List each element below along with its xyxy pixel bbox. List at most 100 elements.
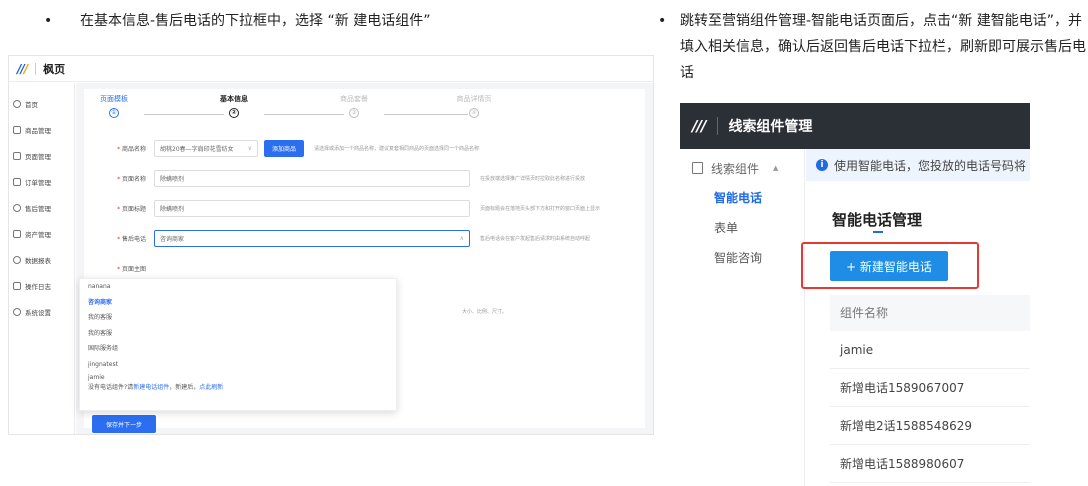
field-label: * 售后电话 — [117, 235, 146, 243]
new-phone-component-link[interactable]: 新建电话组件 — [133, 384, 170, 391]
step-package[interactable]: 商品套餐 ③ — [324, 94, 384, 118]
refresh-link[interactable]: 点此刷新 — [199, 384, 224, 391]
sidebar-item-smart-consult[interactable]: 智能咨询 — [714, 251, 763, 265]
step-number: ③ — [349, 108, 359, 118]
sidebar-group-lead-components[interactable]: 线索组件 ▲ — [680, 153, 804, 183]
step-connector — [144, 114, 224, 115]
step-number: ② — [229, 108, 239, 118]
page-name-input[interactable]: 除螨喷剂 — [154, 169, 470, 187]
dropdown-option[interactable]: jamie — [88, 374, 105, 381]
field-hint: 大小、比例、尺寸。 — [462, 309, 508, 315]
sidebar-item-smart-phone[interactable]: 智能电话 — [714, 191, 763, 205]
field-label: * 页面标题 — [117, 205, 146, 213]
sidebar-item-label: 资产管理 — [25, 231, 51, 239]
dropdown-option[interactable]: 国际服务组 — [88, 345, 119, 352]
bullet-dot: • — [658, 13, 667, 29]
dropdown-option[interactable]: jingnatest — [88, 360, 118, 368]
row-product-name: * 商品名称 胡桃20春—字肩印花雪纺女∨ 添加商品 请选择或添加一个商品名称，… — [94, 139, 635, 157]
row-page-name: * 页面名称 除螨喷剂 在投放端选择推广详情页时拉取此名称进行投放 — [94, 169, 635, 187]
sidebar-item-label: 数据报表 — [25, 257, 51, 265]
instruction-step-1: • 在基本信息-售后电话的下拉框中，选择 “新 建电话组件” — [44, 8, 644, 34]
product-name-select[interactable]: 胡桃20春—字肩印花雪纺女∨ — [154, 139, 258, 157]
components-table: 组件名称 jamie 新增电话1589067007 新增电2话158854862… — [830, 295, 1030, 483]
table-row[interactable]: 新增电话1588980607 — [830, 445, 1030, 483]
instruction-step-2: • 跳转至营销组件管理-智能电话页面后，点击“新 建智能电话”，并填入相关信息，… — [658, 8, 1088, 86]
smart-phone-screenshot: /// 线索组件管理 线索组件 ▲ 智能电话 表单 智能咨询 i 使用智能电话，… — [680, 103, 1030, 486]
sidebar-item-form[interactable]: 表单 — [714, 221, 739, 235]
aftersale-phone-dropdown: nanana 咨询商家 我的客服 我的客服 国际服务组 jingnatest j… — [79, 278, 397, 411]
highlight-box — [801, 242, 979, 289]
table-row[interactable]: 新增电话1589067007 — [830, 369, 1030, 407]
aftersale-phone-select[interactable]: 咨询商家∧ — [154, 229, 470, 247]
home-icon — [13, 100, 21, 108]
table-row[interactable]: jamie — [830, 331, 1030, 369]
step-connector — [384, 114, 468, 115]
sidebar-item-products[interactable]: 商品管理 — [9, 117, 74, 143]
field-label: * 页面主图 — [117, 265, 146, 273]
sidebar-item-assets[interactable]: 资产管理 — [9, 221, 74, 247]
sidebar-item-orders[interactable]: 订单管理 — [9, 169, 74, 195]
sidebar-group-label: 线索组件 — [711, 161, 760, 176]
bullet-dot: • — [44, 13, 53, 29]
dropdown-option[interactable]: 我的客服 — [88, 314, 113, 321]
basic-info-screenshot: /// 枫页 首页 商品管理 页面管理 订单管理 售后管理 资产管理 数据报表 … — [8, 55, 654, 435]
chevron-up-icon: ∧ — [459, 234, 464, 242]
top-bar: /// 枫页 — [9, 56, 653, 82]
dropdown-option-selected[interactable]: 咨询商家 — [88, 298, 113, 306]
chart-icon — [13, 256, 21, 264]
logo-icon: /// — [17, 61, 28, 76]
page-title-input[interactable]: 除螨喷剂 — [154, 199, 470, 217]
field-hint: 请选择或添加一个商品名称，建议复套相同商品的页面选择同一个商品名称 — [314, 145, 480, 152]
sidebar-item-label: 商品管理 — [25, 127, 51, 135]
step-number: ① — [109, 108, 119, 118]
dropdown-option[interactable]: nanana — [88, 283, 111, 290]
table-header: 组件名称 — [830, 295, 1030, 331]
step-connector — [264, 114, 344, 115]
add-product-button[interactable]: 添加商品 — [264, 139, 305, 157]
order-icon — [13, 178, 21, 186]
log-icon — [13, 282, 21, 290]
main-area: i 使用智能电话，您投放的电话号码将 智能电话管理 + 新建智能电话 组件名称 … — [806, 149, 1030, 486]
sidebar-item-logs[interactable]: 操作日志 — [9, 273, 74, 299]
brand-name: 枫页 — [43, 62, 66, 76]
dropdown-footer: 没有电话组件?请新建电话组件，新建后，点此刷新 — [88, 384, 224, 391]
sidebar-item-aftersale[interactable]: 售后管理 — [9, 195, 74, 221]
wallet-icon — [13, 230, 21, 238]
field-hint: 在投放端选择推广详情页时拉取此名称进行投放 — [480, 175, 586, 182]
dropdown-option[interactable]: 我的客服 — [88, 329, 113, 337]
top-bar: /// 线索组件管理 — [680, 103, 1030, 149]
save-next-button[interactable]: 保存并下一步 — [92, 415, 156, 433]
gear-icon — [13, 308, 21, 316]
field-hint: 售后电话会在客户发起售后请求时由系统自动呼起 — [480, 235, 591, 242]
row-page-title: * 页面标题 除螨喷剂 页面标题会在落地页头部下方和打开的窗口页面上显示 — [94, 199, 635, 217]
sidebar-item-pages[interactable]: 页面管理 — [9, 143, 74, 169]
step-label: 商品详情页 — [456, 95, 492, 103]
row-cover: * 页面主图 — [94, 259, 635, 277]
sidebar-item-home[interactable]: 首页 — [9, 91, 74, 117]
box-icon — [13, 126, 21, 134]
instruction-text: 跳转至营销组件管理-智能电话页面后，点击“新 建智能电话”，并填入相关信息，确认… — [680, 13, 1086, 81]
field-hint: 页面标题会在落地页头部下方和打开的窗口页面上显示 — [480, 205, 601, 212]
table-row[interactable]: 新增电2话1588548629 — [830, 407, 1030, 445]
step-template[interactable]: 页面模板 ① — [84, 94, 144, 118]
sidebar-item-settings[interactable]: 系统设置 — [9, 299, 74, 325]
sidebar-item-label: 系统设置 — [25, 309, 51, 317]
sidebar-item-reports[interactable]: 数据报表 — [9, 247, 74, 273]
chevron-down-icon: ∨ — [247, 144, 252, 152]
new-smart-phone-button[interactable]: + 新建智能电话 — [830, 251, 948, 281]
sidebar-item-label: 操作日志 — [25, 283, 51, 291]
step-number: ④ — [469, 108, 479, 118]
sidebar: 首页 商品管理 页面管理 订单管理 售后管理 资产管理 数据报表 操作日志 系统… — [9, 83, 75, 434]
step-label: 页面模板 — [100, 95, 128, 103]
section-heading: 智能电话管理 — [832, 211, 923, 229]
notice-text: 使用智能电话，您投放的电话号码将 — [834, 158, 1027, 173]
info-notice: i 使用智能电话，您投放的电话号码将 — [806, 149, 1030, 181]
step-label: 商品套餐 — [340, 95, 368, 103]
step-detail[interactable]: 商品详情页 ④ — [444, 94, 504, 118]
caret-up-icon: ▲ — [773, 164, 779, 172]
info-icon: i — [816, 159, 828, 171]
divider — [35, 62, 37, 75]
